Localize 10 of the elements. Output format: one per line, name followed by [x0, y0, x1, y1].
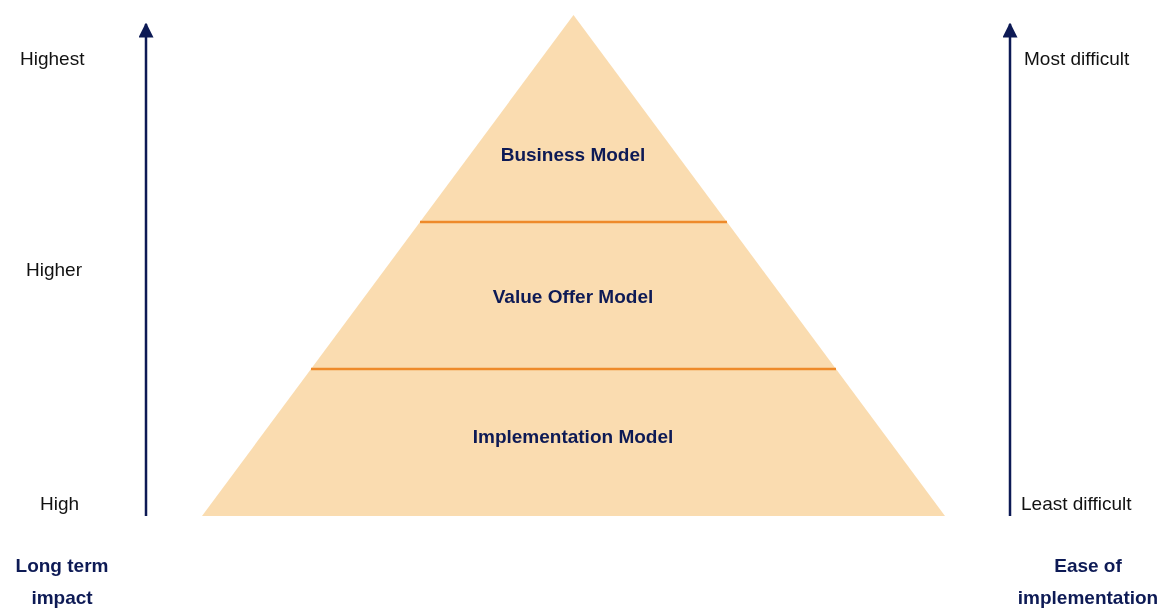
scale-label: Least difficult	[1021, 493, 1132, 515]
band-label: Implementation Model	[471, 426, 675, 448]
scale-label: Highest	[20, 48, 85, 70]
scale-label: Most difficult	[1024, 48, 1130, 70]
band-label: Business Model	[499, 144, 647, 166]
axis-title: Ease of implementation	[1016, 554, 1160, 610]
scale-label: High	[40, 493, 80, 515]
axis-title: Long term impact	[14, 554, 110, 610]
band-label: Value Offer Model	[491, 286, 655, 308]
scale-label: Higher	[26, 259, 82, 281]
